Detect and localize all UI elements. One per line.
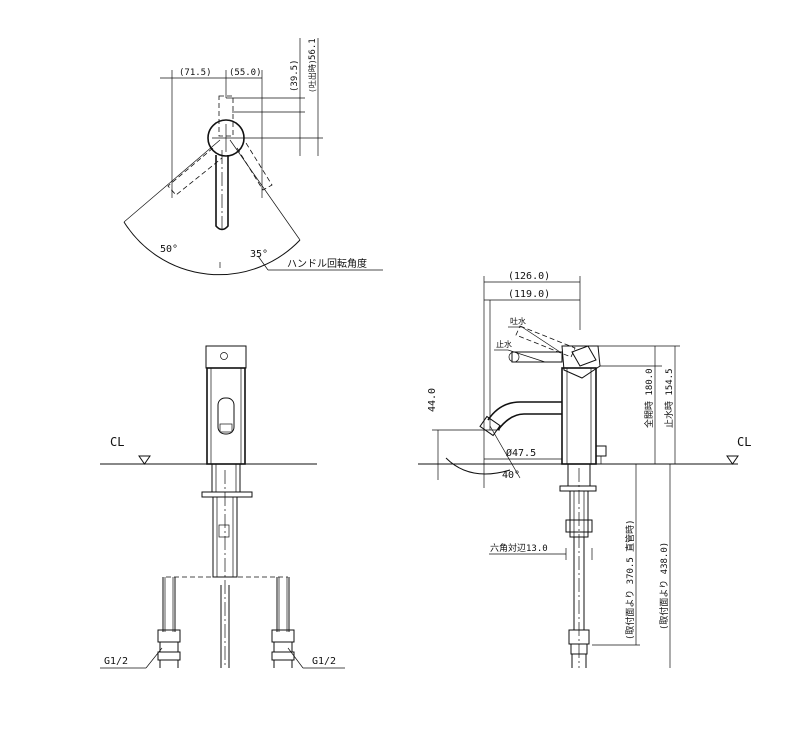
side-view: CL (126.0) (119.0) 吐水 止水 [418,271,751,668]
angle-50-label: 50° [160,244,178,255]
side-cl-label: CL [737,435,751,449]
spout-note-label: (吐出時) [307,59,317,93]
thread-left-label: G1/2 [104,656,128,667]
stop-position-label: 止水 [496,339,512,349]
faucet-body-circle [207,119,245,157]
front-cl-label: CL [110,435,124,449]
thread-right-label: G1/2 [312,656,336,667]
hex-size-label: 六角対辺13.0 [490,542,548,554]
diameter-label: Ø47.5 [506,447,536,459]
dim-44-label: 44.0 [427,388,438,412]
dim-71-5-label: (71.5) [179,68,212,78]
stop-height-label: 止水時 154.5 [663,368,675,428]
spout-angle-label: 40° [502,470,520,481]
spout-position-label: 吐水 [510,316,526,326]
dim-119-label: (119.0) [508,289,550,300]
dim-39-5-label: (39.5) [290,59,300,92]
front-view: CL [100,345,345,669]
top-view: (71.5) (55.0) (39.5) 56.1 (吐出時) 50° 35° [123,38,383,276]
dim-56-1-label: 56.1 [308,38,318,60]
dim-126-label: (126.0) [508,271,550,282]
dim-438-label: (取付面より 438.0) [659,542,670,630]
total-height-label: 全開時 180.0 [643,368,655,428]
dim-370-label: (取付面より 370.5 直管時) [624,519,636,640]
handle-rotation-label: ハンドル回転角度 [287,257,367,270]
angle-35-label: 35° [250,249,268,260]
dim-55-label: (55.0) [229,68,262,78]
